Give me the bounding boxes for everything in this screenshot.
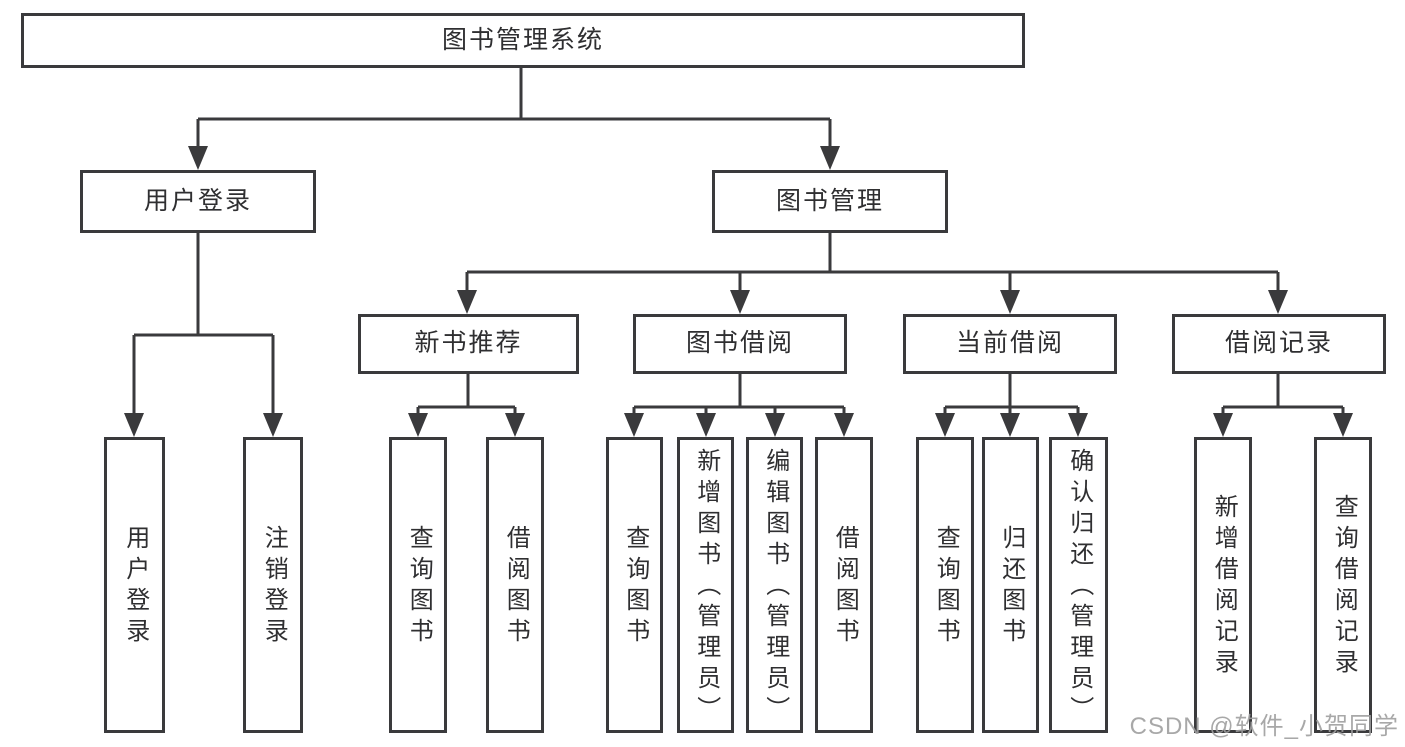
- csdn-watermark: CSDN @软件_小贺同学: [1129, 713, 1399, 740]
- node-leaf-confirm-return-admin: 确认归还（管理员）: [1049, 437, 1108, 733]
- node-leaf-query-books-2: 查询图书: [606, 437, 663, 733]
- node-leaf-edit-books-admin: 编辑图书（管理员）: [746, 437, 803, 733]
- node-new-book-recommend: 新书推荐: [358, 314, 579, 374]
- node-leaf-add-books-admin: 新增图书（管理员）: [677, 437, 734, 733]
- node-leaf-query-borrow-record: 查询借阅记录: [1314, 437, 1372, 733]
- node-current-borrowing: 当前借阅: [903, 314, 1117, 374]
- node-leaf-borrow-books-1: 借阅图书: [486, 437, 544, 733]
- node-leaf-add-borrow-record: 新增借阅记录: [1194, 437, 1252, 733]
- node-leaf-logout: 注销登录: [243, 437, 303, 733]
- node-leaf-query-books-1: 查询图书: [389, 437, 447, 733]
- node-leaf-borrow-books-2: 借阅图书: [815, 437, 873, 733]
- node-leaf-query-books-3: 查询图书: [916, 437, 974, 733]
- node-book-borrowing: 图书借阅: [633, 314, 847, 374]
- node-leaf-return-books: 归还图书: [982, 437, 1039, 733]
- node-library-system: 图书管理系统: [21, 13, 1025, 68]
- node-book-management: 图书管理: [712, 170, 948, 233]
- node-user-login: 用户登录: [80, 170, 316, 233]
- node-borrowing-records: 借阅记录: [1172, 314, 1386, 374]
- node-leaf-user-login: 用户登录: [104, 437, 165, 733]
